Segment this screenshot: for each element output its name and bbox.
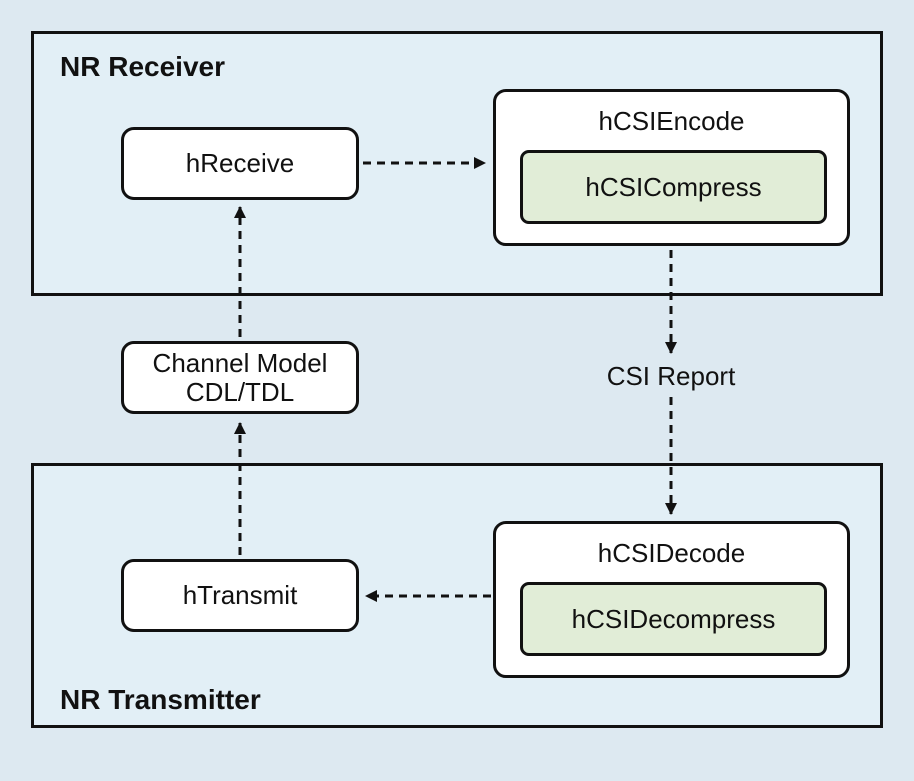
channel-model-type-label: CDL/TDL: [185, 376, 295, 407]
hcsiencode-title: hCSIEncode: [598, 106, 745, 136]
htransmit-block[interactable]: hTransmit: [121, 559, 359, 632]
channel-model-block[interactable]: Channel Model CDL/TDL: [121, 341, 359, 414]
hcsicompress-block[interactable]: hCSICompress: [520, 150, 827, 224]
nr-receiver-title: NR Receiver: [60, 51, 225, 82]
hcsiencode-block[interactable]: hCSIEncode hCSICompress: [493, 89, 850, 246]
channel-model-label: Channel Model: [152, 347, 328, 378]
hreceive-block[interactable]: hReceive: [121, 127, 359, 200]
hcsidecompress-block[interactable]: hCSIDecompress: [520, 582, 827, 656]
hcsidecode-title: hCSIDecode: [597, 538, 746, 568]
csi-report-label: CSI Report: [591, 361, 751, 392]
nr-transmitter-title: NR Transmitter: [60, 684, 261, 715]
hcsidecode-block[interactable]: hCSIDecode hCSIDecompress: [493, 521, 850, 678]
